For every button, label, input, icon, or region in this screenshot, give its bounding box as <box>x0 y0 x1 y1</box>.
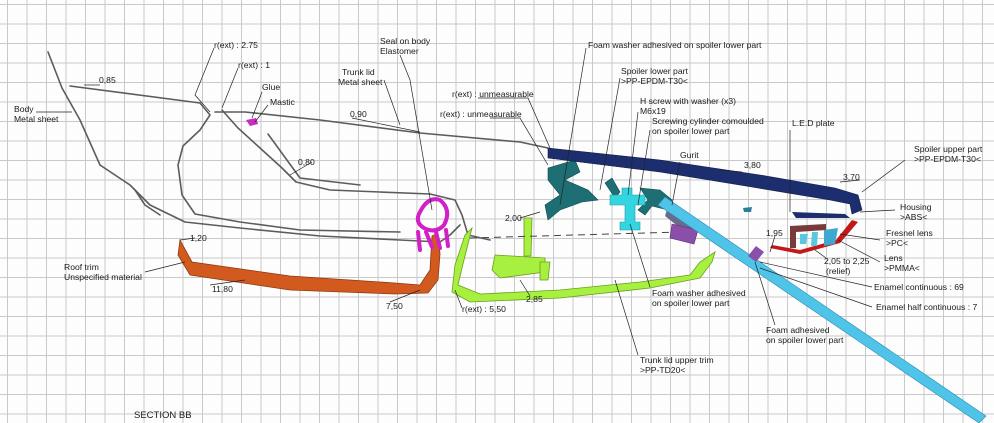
dim-750: 7,50 <box>386 301 403 311</box>
dim-1180: 11,80 <box>212 284 233 294</box>
label-seal: Seal on body <box>380 36 431 46</box>
label-housing-material: >ABS< <box>900 212 927 222</box>
dim-relief: (relief) <box>826 266 850 276</box>
label-fresnel-material: >PC< <box>886 238 908 248</box>
trunk-lid-metal-sheet <box>214 109 549 241</box>
annotations: Body Metal sheet 0,85 r(ext) : 2.75 r(ex… <box>14 36 983 421</box>
label-enamel-69: Enamel continuous : 69 <box>874 282 964 292</box>
label-housing: Housing <box>900 202 932 212</box>
label-spoiler-upper: Spoiler upper part <box>914 144 983 154</box>
glue-mastic <box>246 118 258 126</box>
dim-080: 0,80 <box>298 157 315 167</box>
label-lens: Lens <box>884 253 903 263</box>
leader-lines <box>36 47 906 356</box>
label-foam-washer-bottom-2: on spoiler lower part <box>652 298 730 308</box>
label-h-screw-size: M6x19 <box>640 106 666 116</box>
dim-090: 0,90 <box>350 109 367 119</box>
label-roof-trim-material: Unspecified material <box>64 272 142 282</box>
dim-200: 2,00 <box>505 213 522 223</box>
label-lens-material: >PMMA< <box>884 263 920 273</box>
spoiler-upper-part <box>547 147 863 215</box>
label-mastic: Mastic <box>270 97 296 107</box>
label-screwing-cylinder-2: on spoiler lower part <box>652 126 730 136</box>
dim-370: 3,70 <box>843 172 860 182</box>
section-title: SECTION BB <box>134 410 192 421</box>
dim-195: 1,95 <box>766 228 783 238</box>
label-r-ext-1: r(ext) : 1 <box>238 60 270 70</box>
label-enamel-7: Enamel half continuous : 7 <box>876 302 977 312</box>
label-r-ext-unmeasurable-1: r(ext) : unmeasurable <box>452 89 534 99</box>
glass-foam <box>748 246 764 262</box>
dim-085: 0,85 <box>99 75 116 85</box>
lamp-housing <box>770 220 858 254</box>
label-trunk-trim-material: >PP-TD20< <box>640 365 685 375</box>
label-body-material: Metal sheet <box>14 114 59 124</box>
foam-washer <box>669 223 699 245</box>
label-gurit: Gurit <box>680 150 699 160</box>
dim-380: 3,80 <box>744 160 761 170</box>
seal-on-body <box>415 197 450 252</box>
dim-285: 2,85 <box>526 294 543 304</box>
label-body: Body <box>14 104 34 114</box>
label-glue: Glue <box>262 82 280 92</box>
label-seal-material: Elastomer <box>380 46 419 56</box>
label-foam-washer-bottom: Foam washer adhesived <box>652 288 746 298</box>
label-r-ext-275: r(ext) : 2.75 <box>214 40 258 50</box>
dim-120: 1,20 <box>190 233 207 243</box>
label-spoiler-lower: Spoiler lower part <box>621 66 688 76</box>
label-h-screw: H screw with washer (x3) <box>640 96 736 106</box>
spoiler-upper-lip <box>792 212 850 218</box>
rear-glass <box>657 196 987 423</box>
label-trunk-lid: Trunk lid <box>342 67 375 77</box>
label-spoiler-lower-material: >PP-EPDM-T30< <box>621 76 688 86</box>
spoiler-dot <box>743 207 752 212</box>
label-r-ext-unmeasurable-2: r(ext) : unmeasurable <box>440 109 522 119</box>
trim-dashed-line <box>469 231 681 239</box>
label-foam-adhesived: Foam adhesived <box>766 325 830 335</box>
label-foam-adhesived-2: on spoiler lower part <box>766 335 844 345</box>
label-roof-trim: Roof trim <box>64 262 99 272</box>
label-fresnel-lens: Fresnel lens <box>886 228 933 238</box>
label-trunk-lid-upper-trim: Trunk lid upper trim <box>640 355 714 365</box>
dim-205-225: 2,05 to 2,25 <box>824 256 870 266</box>
label-led-plate: L.E.D plate <box>792 118 835 128</box>
label-trunk-lid-material: Metal sheet <box>338 77 383 87</box>
label-foam-washer-top: Foam washer adhesived on spoiler lower p… <box>588 40 762 50</box>
label-screwing-cylinder: Screwing cylinder comoulded <box>652 116 764 126</box>
label-r-ext-550: r(ext) : 5,50 <box>462 304 506 314</box>
label-spoiler-upper-material: >PP-EPDM-T30< <box>914 154 981 164</box>
